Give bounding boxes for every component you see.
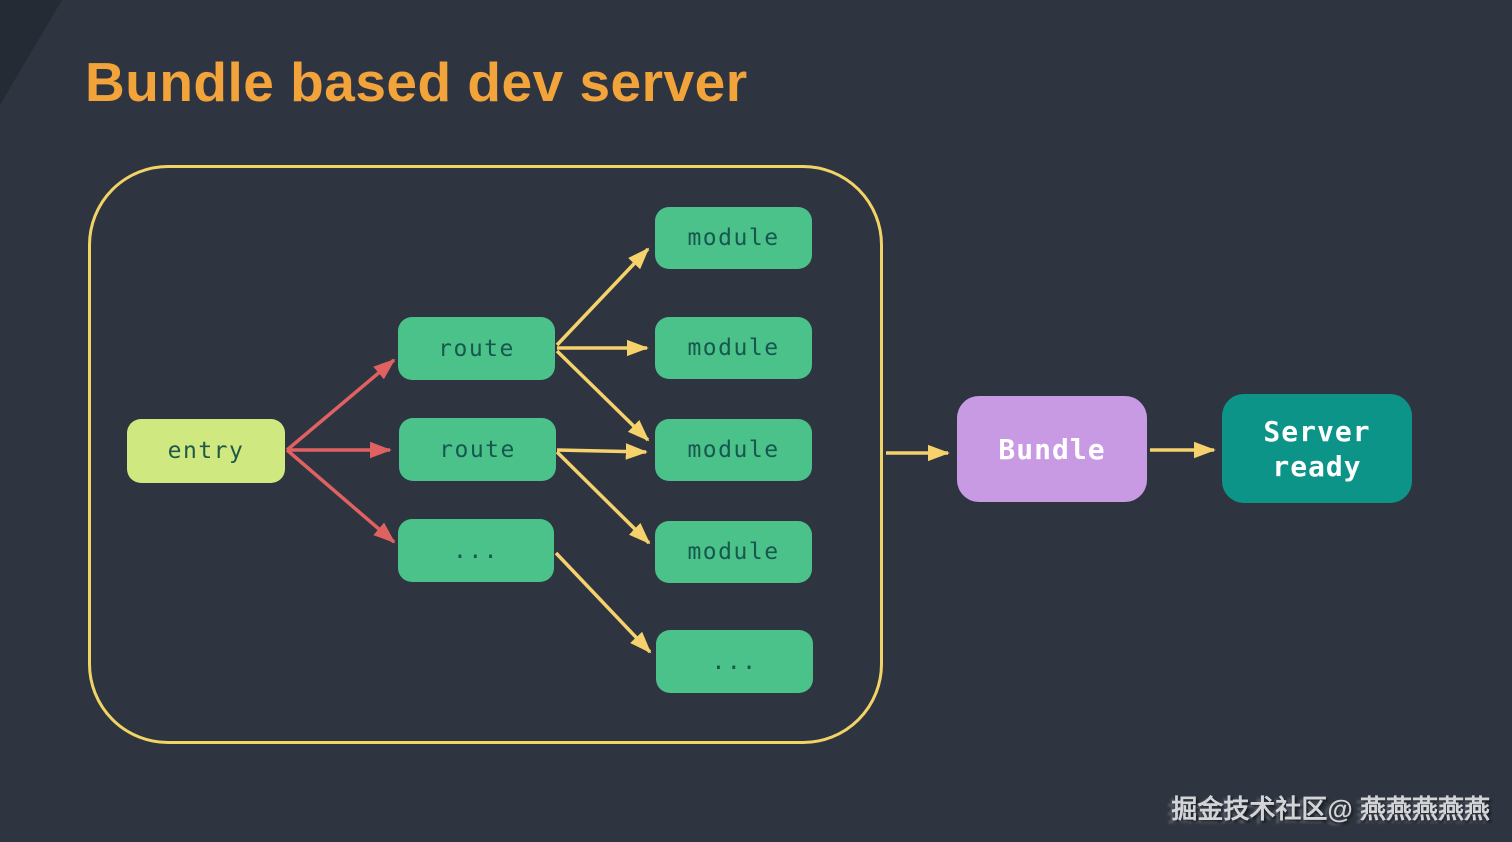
node-module-2: module	[655, 317, 812, 379]
page-title: Bundle based dev server	[85, 51, 748, 113]
node-module-2-label: module	[687, 335, 780, 361]
node-route-1-label: route	[438, 335, 515, 362]
arrow-route1-module1	[555, 247, 650, 347]
node-module-ellipsis: ...	[656, 630, 813, 693]
yellow-arrows	[554, 247, 1216, 654]
red-arrows	[285, 358, 396, 544]
node-entry-label: entry	[167, 438, 245, 464]
arrow-route2-module4	[555, 450, 651, 545]
dev-server-boundary	[88, 165, 883, 744]
arrow-route3-module5	[554, 551, 652, 654]
node-route-2: route	[399, 418, 556, 481]
arrow-route2-module3	[556, 443, 648, 460]
node-bundle: Bundle	[957, 396, 1147, 502]
node-entry: entry	[127, 419, 285, 483]
node-route-ellipsis: ...	[398, 519, 554, 582]
node-route-1: route	[398, 317, 555, 380]
node-server-ready: Server ready	[1222, 394, 1412, 503]
watermark-ghost-text: 掘金技术社区@ 燕燕燕燕燕	[1167, 797, 1486, 827]
node-module-1: module	[655, 207, 812, 269]
watermark-text: 掘金技术社区@ 燕燕燕燕燕	[1171, 794, 1490, 824]
node-route-ellipsis-label: ...	[452, 537, 500, 564]
node-module-3-label: module	[687, 437, 780, 463]
node-module-4: module	[655, 521, 812, 583]
node-server-ready-label: Server ready	[1263, 414, 1371, 483]
arrow-entry-route3	[285, 448, 396, 544]
node-module-3: module	[655, 419, 812, 481]
arrow-route1-module3	[555, 349, 650, 442]
arrow-entry-route1	[285, 358, 396, 452]
node-module-4-label: module	[687, 539, 780, 565]
node-module-ellipsis-label: ...	[711, 648, 758, 675]
node-bundle-label: Bundle	[998, 432, 1106, 466]
node-route-2-label: route	[439, 436, 516, 463]
watermark: 掘金技术社区@ 燕燕燕燕燕 掘金技术社区@ 燕燕燕燕燕	[1167, 789, 1490, 827]
node-module-1-label: module	[687, 225, 780, 251]
